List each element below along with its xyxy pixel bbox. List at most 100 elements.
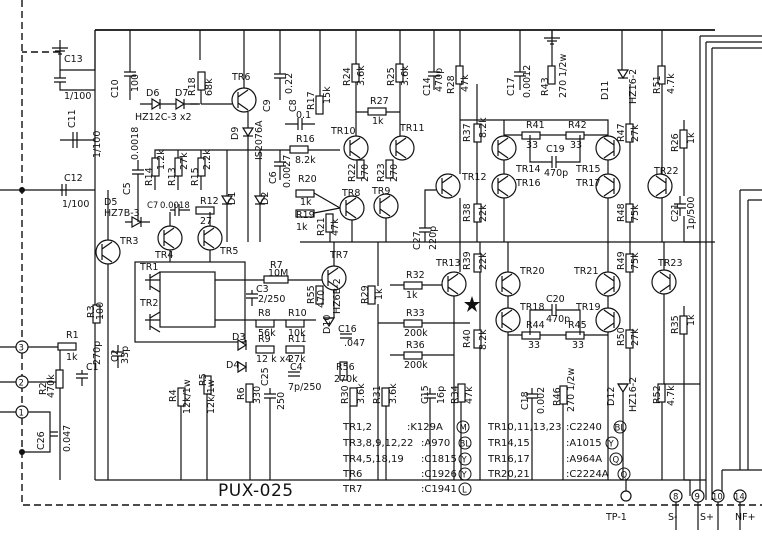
legend-grade: BL (615, 424, 626, 434)
c3-ref: C3 (256, 284, 269, 295)
r9-ref: R9 (258, 334, 271, 345)
r8-ref: R8 (258, 308, 271, 319)
r42-value: 33 (570, 140, 582, 151)
capacitor-c5: C5 0.0018 (122, 127, 144, 195)
terminal-3[interactable]: 3 (15, 340, 29, 354)
c7-ref: C7 (147, 201, 158, 211)
resistor-r35: R35 1k (670, 314, 697, 335)
c15-value: 16p (436, 386, 447, 404)
legend-refs: TR20,21 (487, 469, 530, 480)
resistor-r9: R9 12 k x4 (255, 334, 291, 365)
r19-ref: R19 (296, 210, 315, 221)
r34-ref: R34 (450, 385, 461, 404)
r42-ref: R42 (568, 120, 587, 131)
c21-value: 1p/500 (686, 197, 697, 230)
capacitor-c11: C11 1/100 (60, 109, 103, 158)
r45-ref: R45 (568, 320, 587, 331)
legend-refs: TR14,15 (487, 438, 530, 449)
c16-ref: C16 (338, 324, 357, 335)
c14-ref: C14 (422, 77, 433, 96)
c8-ref: C8 (288, 99, 299, 112)
legend-part: :A1015 (566, 438, 602, 449)
tr4-label: TR4 (154, 250, 173, 261)
r52-ref: R52 (652, 385, 663, 404)
c12-value: 1/100 (62, 199, 89, 210)
r13-ref: R13 (167, 167, 178, 186)
tr12-label: TR12 (461, 172, 487, 183)
capacitor-c19: C19 470p (540, 144, 568, 179)
r14-ref: R14 (144, 167, 155, 186)
transistor-tr7: TR7 (321, 250, 348, 291)
r43-ref: R43 (540, 77, 551, 96)
r4-value: 12k/1w (182, 379, 193, 414)
tr23-label: TR23 (657, 258, 683, 269)
diode-d3: D3 (232, 332, 248, 352)
r36-ref: R36 (406, 340, 425, 351)
tr11-label: TR11 (399, 123, 425, 134)
terminal-2[interactable]: 2 (15, 375, 29, 389)
fet-outputs (215, 279, 245, 321)
d1-ref: D1 (227, 192, 238, 205)
r34-value: 47k (464, 386, 475, 404)
terminal-1[interactable]: 1 (15, 405, 29, 419)
r50-value: 27k (630, 328, 641, 346)
d3-ref: D3 (232, 332, 245, 343)
r47-ref: R47 (616, 123, 627, 142)
transistor-tr12: TR12 (435, 172, 487, 199)
resistor-r42: R42 33 (565, 120, 587, 151)
d10-value: HZ6B-2 (332, 278, 343, 314)
resistor-r51: R51 4.7k (652, 65, 677, 94)
legend-part: :C1941 (421, 484, 457, 495)
r26-ref: R26 (670, 133, 681, 152)
terminal-10[interactable]: 10 (711, 489, 725, 503)
tr9-label: TR9 (371, 186, 390, 197)
transistor-tr20: TR20 (495, 266, 545, 297)
terminal-14[interactable]: 14 (733, 489, 747, 503)
resistor-r47: R47 27k (616, 123, 641, 143)
c19-value: 470p (544, 168, 568, 179)
c20-value: 470p (546, 314, 570, 325)
resistor-r29: R29 1k (360, 285, 385, 305)
r41-ref: R41 (526, 120, 545, 131)
terminal-8[interactable]: 8 (669, 489, 683, 503)
legend-refs: TR1,2 (342, 422, 372, 433)
transistor-tr15: TR15 (575, 135, 621, 175)
c11-value: 1/100 (92, 131, 103, 158)
resistor-r19: R19 1k (295, 209, 315, 233)
legend-part: :C1926 (421, 469, 457, 480)
left-rail-junction (19, 187, 25, 193)
r2-value: 470k (46, 374, 57, 398)
r52-value: 4.7k (666, 385, 677, 406)
zener-d7: D7 (175, 88, 188, 111)
resistor-r1: R1 1k (57, 330, 79, 363)
tr5-label: TR5 (219, 246, 238, 257)
capacitor-c6: C6 0.0027 (268, 150, 293, 188)
tr13-label: TR13 (435, 258, 461, 269)
r11-ref: R11 (288, 334, 307, 345)
d12-ref: D12 (606, 387, 617, 406)
terminal-tp1[interactable]: TP-1 (605, 480, 632, 523)
tr18-label: TR18 (519, 302, 545, 313)
legend-row: TR20,21 :C2224A Q (487, 467, 631, 481)
r40-value: 8.2k (478, 329, 489, 350)
r1-value: 1k (66, 352, 78, 363)
transistor-tr11: TR11 (389, 123, 425, 161)
terminal-9[interactable]: 9 (691, 489, 705, 503)
resistor-r23: R23 270 (376, 159, 400, 182)
r38-value: 22k (478, 204, 489, 222)
r49-value: 75k (630, 252, 641, 270)
r38-ref: R38 (462, 203, 473, 222)
tr16-label: TR16 (515, 178, 541, 189)
d9-ref: D9 (230, 127, 241, 140)
c15-ref: C15 (420, 385, 431, 404)
resistor-r12: R12 27 (195, 196, 219, 227)
c20-ref: C20 (546, 294, 565, 305)
resistor-r39: R39 22k (462, 251, 489, 273)
resistor-r27: R27 1k (367, 96, 389, 127)
r15-ref: R15 (190, 167, 201, 186)
resistor-r10: R10 10k (285, 308, 307, 339)
terminal-2-label: 2 (19, 379, 24, 389)
transistor-tr18: TR18 (495, 302, 545, 333)
c19-ref: C19 (546, 144, 565, 155)
r44-value: 33 (528, 340, 540, 351)
